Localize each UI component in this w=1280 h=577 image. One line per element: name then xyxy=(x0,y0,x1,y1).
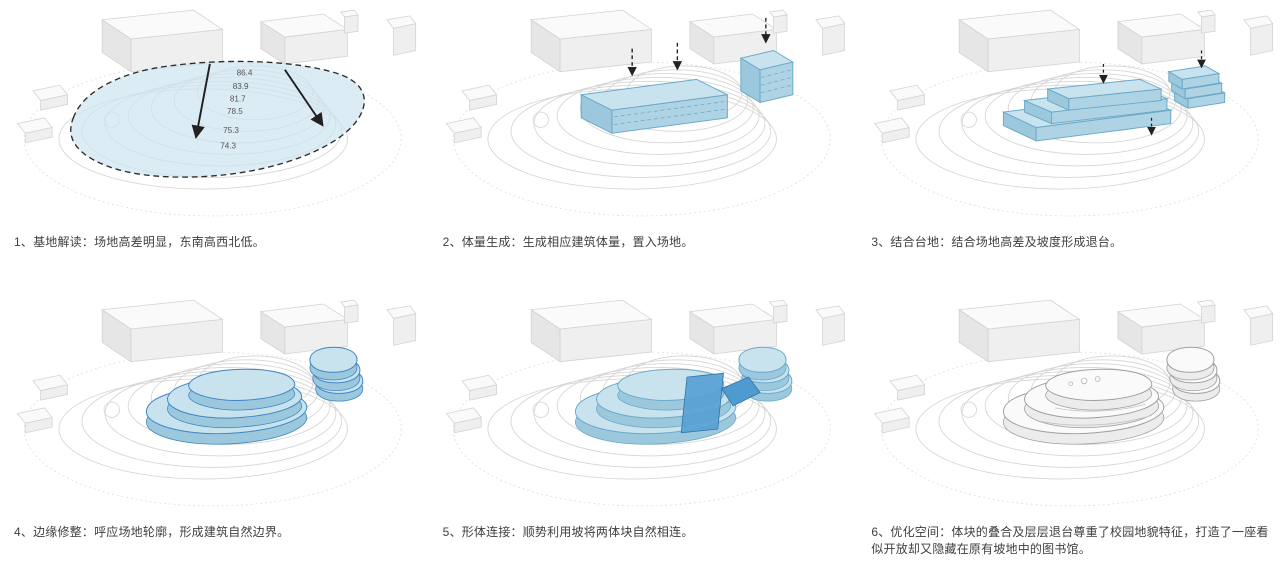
step-6-caption: 6、优化空间：体块的叠合及层层退台尊重了校园地貌特征，打造了一座看似开放却又隐藏… xyxy=(871,525,1269,557)
step-2-figure xyxy=(435,0,846,228)
placement-arrows xyxy=(627,17,771,77)
site-boundary-area xyxy=(70,60,365,178)
final-building-massing xyxy=(1003,346,1221,445)
panel-step-1: 86.4 83.9 81.7 78.5 75.3 74.3 1、基地解读：场地高… xyxy=(6,0,417,258)
elevation-label: 78.5 xyxy=(227,107,243,116)
elevation-label: 75.3 xyxy=(223,126,239,135)
step-1-figure: 86.4 83.9 81.7 78.5 75.3 74.3 xyxy=(6,0,417,228)
panel-step-6: 6、优化空间：体块的叠合及层层退台尊重了校园地貌特征，打造了一座看似开放却又隐藏… xyxy=(863,290,1274,577)
elevation-label: 86.4 xyxy=(237,69,253,78)
elevation-label: 74.3 xyxy=(220,142,236,151)
massing-volumes xyxy=(579,50,794,135)
panel-step-3: 3、结合台地：结合场地高差及坡度形成退台。 xyxy=(863,0,1274,258)
step-4-figure xyxy=(6,290,417,518)
step-5-illustration xyxy=(445,299,845,507)
elevation-label: 83.9 xyxy=(233,82,249,91)
rooftop-details xyxy=(1040,376,1152,426)
step-3-figure xyxy=(863,0,1274,228)
rounded-massing xyxy=(145,346,364,445)
step-4-illustration xyxy=(17,299,417,507)
step-6-illustration xyxy=(874,299,1274,507)
step-5-caption: 5、形体连接：顺势利用坡将两体块自然相连。 xyxy=(442,525,694,539)
terraced-massing xyxy=(1002,65,1227,142)
step-3-caption: 3、结合台地：结合场地高差及坡度形成退台。 xyxy=(871,235,1123,249)
step-2-caption: 2、体量生成：生成相应建筑体量，置入场地。 xyxy=(442,235,694,249)
slope-arrows xyxy=(191,63,324,139)
panel-step-4: 4、边缘修整：呼应场地轮廓，形成建筑自然边界。 xyxy=(6,290,417,577)
panel-step-2: 2、体量生成：生成相应建筑体量，置入场地。 xyxy=(435,0,846,258)
step-2-illustration xyxy=(445,9,845,217)
step-4-caption: 4、边缘修整：呼应场地轮廓，形成建筑自然边界。 xyxy=(14,525,290,539)
panel-step-5: 5、形体连接：顺势利用坡将两体块自然相连。 xyxy=(435,290,846,577)
step-6-figure xyxy=(863,290,1274,518)
step-1-illustration: 86.4 83.9 81.7 78.5 75.3 74.3 xyxy=(17,9,417,217)
step-arrows xyxy=(1099,50,1207,136)
elevation-label: 81.7 xyxy=(230,94,246,103)
step-5-figure xyxy=(435,290,846,518)
elevation-labels: 86.4 83.9 81.7 78.5 75.3 74.3 xyxy=(220,69,253,151)
step-1-caption: 1、基地解读：场地高差明显，东南高西北低。 xyxy=(14,235,265,249)
step-3-illustration xyxy=(874,9,1274,217)
connecting-volume xyxy=(680,372,761,434)
